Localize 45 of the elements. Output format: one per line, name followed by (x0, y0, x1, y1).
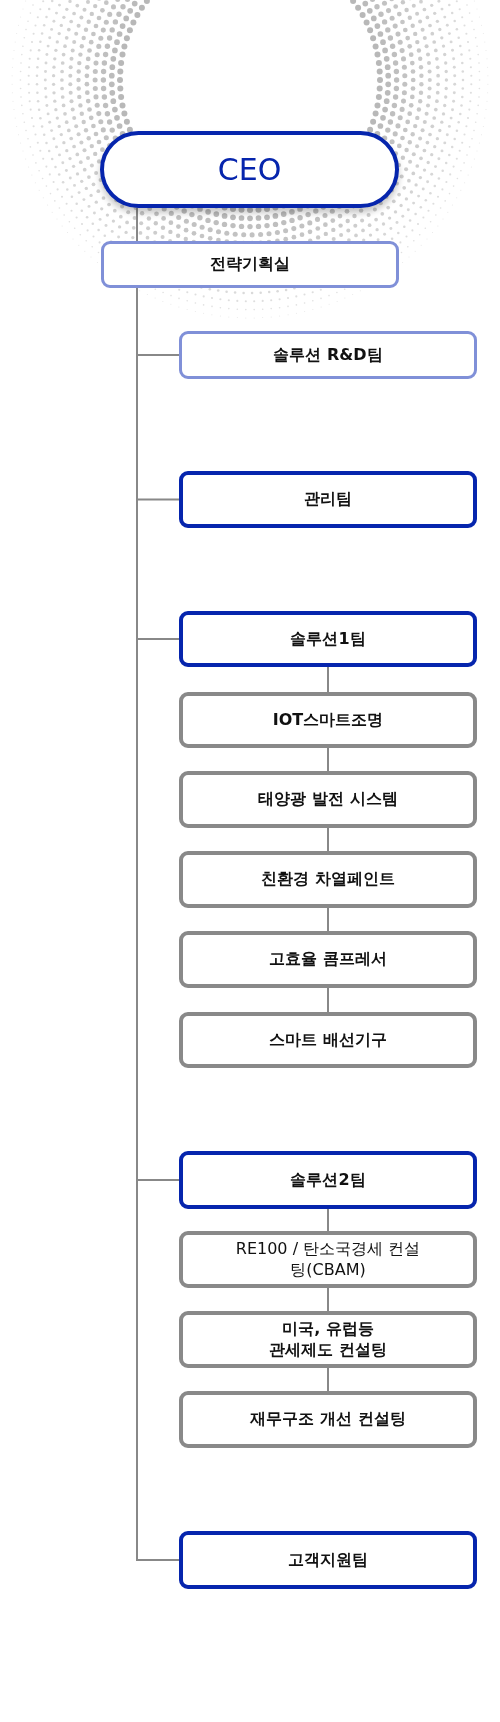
connector-line (135, 1559, 180, 1561)
org-unit-box (179, 1311, 477, 1368)
connector-line (327, 666, 329, 693)
connector-line (136, 287, 138, 1562)
org-unit-box (179, 331, 477, 379)
connector-line (327, 747, 329, 772)
org-unit-box (179, 1151, 477, 1209)
unit-name: 친환경 차열페인트 (261, 869, 395, 890)
connector-line (135, 354, 180, 356)
unit-name: 태양광 발전 시스템 (258, 789, 398, 810)
org-unit-box (179, 611, 477, 667)
unit-name: 미국, 유럽등 관세제도 컨설팅 (268, 1318, 388, 1361)
org-unit-box (101, 241, 399, 288)
unit-name: CEO (217, 151, 282, 189)
org-unit-box (179, 931, 477, 988)
connector-line (135, 498, 180, 501)
unit-name: 스마트 배선기구 (269, 1029, 387, 1051)
unit-name: 고효율 콤프레서 (269, 949, 387, 970)
org-unit-box (179, 1231, 477, 1288)
unit-name: 솔루션2팀 (290, 1169, 366, 1191)
org-unit-box (179, 1012, 477, 1068)
unit-name: 고객지원팀 (288, 1549, 368, 1571)
connector-line (327, 987, 329, 1013)
connector-line (135, 638, 180, 640)
connector-line (135, 1179, 180, 1181)
connector-line (327, 907, 329, 932)
connector-line (327, 1287, 329, 1312)
unit-name: RE100 / 탄소국경세 컨설팅(CBAM) (234, 1238, 422, 1281)
unit-name: 재무구조 개선 컨설팅 (250, 1409, 406, 1430)
unit-name: 관리팀 (304, 489, 352, 510)
org-unit-box (179, 1531, 477, 1589)
org-unit-box (179, 692, 477, 748)
org-unit-pill (100, 131, 399, 208)
unit-name: 솔루션 R&D팀 (273, 344, 383, 366)
unit-name: 전략기획실 (210, 254, 290, 275)
connector-line (327, 827, 329, 852)
connector-line (327, 1208, 329, 1232)
org-unit-box (179, 1391, 477, 1448)
connector-line (136, 207, 138, 242)
org-unit-box (179, 771, 477, 828)
connector-line (327, 1367, 329, 1392)
unit-name: IOT스마트조명 (272, 709, 384, 731)
org-unit-box (179, 851, 477, 908)
org-unit-box (179, 471, 477, 528)
unit-name: 솔루션1팀 (290, 628, 366, 650)
